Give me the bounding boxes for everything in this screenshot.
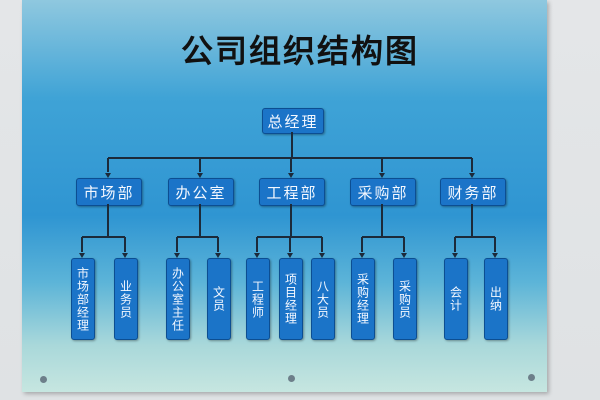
- role-box: 工程师: [246, 258, 270, 340]
- connector-line: [217, 237, 219, 252]
- connector-line: [81, 237, 83, 252]
- role-box: 文员: [207, 258, 231, 340]
- department-box: 办公室: [168, 178, 234, 206]
- department-box: 财务部: [440, 178, 506, 206]
- arrow-icon: [254, 253, 260, 258]
- arrow-icon: [379, 173, 385, 178]
- connector-line: [199, 204, 201, 237]
- arrow-icon: [359, 253, 365, 258]
- screw-icon: [40, 376, 47, 383]
- connector-line: [361, 237, 363, 252]
- role-box: 出纳: [484, 258, 508, 340]
- department-box: 市场部: [76, 178, 142, 206]
- connector-line: [321, 237, 323, 252]
- connector-line: [381, 158, 383, 172]
- role-box: 市场部经理: [71, 258, 95, 340]
- connector-line: [494, 237, 496, 252]
- arrow-icon: [79, 253, 85, 258]
- connector-line: [471, 158, 473, 172]
- connector-line: [199, 158, 201, 172]
- arrow-icon: [105, 173, 111, 178]
- role-box: 采购员: [393, 258, 417, 340]
- connector-line: [82, 236, 125, 238]
- role-box: 会计: [444, 258, 468, 340]
- arrow-icon: [452, 253, 458, 258]
- connector-line: [107, 158, 109, 172]
- screw-icon: [288, 375, 295, 382]
- arrow-icon: [469, 173, 475, 178]
- arrow-icon: [174, 253, 180, 258]
- connector-line: [257, 236, 322, 238]
- arrow-icon: [287, 253, 293, 258]
- arrow-icon: [288, 173, 294, 178]
- connector-line: [124, 237, 126, 252]
- arrow-icon: [492, 253, 498, 258]
- connector-line: [176, 237, 178, 252]
- screw-icon: [528, 374, 535, 381]
- connector-line: [362, 236, 404, 238]
- connector-line: [290, 204, 292, 237]
- role-box: 采购经理: [351, 258, 375, 340]
- department-box: 采购部: [350, 178, 416, 206]
- role-box: 办公室主任: [166, 258, 190, 340]
- connector-line: [471, 204, 473, 237]
- arrow-icon: [215, 253, 221, 258]
- arrow-icon: [401, 253, 407, 258]
- arrow-icon: [319, 253, 325, 258]
- connector-line: [455, 236, 495, 238]
- connector-line: [256, 237, 258, 252]
- connector-line: [108, 157, 472, 159]
- role-box: 八大员: [311, 258, 335, 340]
- arrow-icon: [122, 253, 128, 258]
- connector-line: [403, 237, 405, 252]
- arrow-icon: [197, 173, 203, 178]
- department-box: 工程部: [259, 178, 325, 206]
- connector-line: [289, 237, 291, 252]
- connector-line: [291, 132, 293, 158]
- connector-line: [177, 236, 218, 238]
- role-box: 项目经理: [279, 258, 303, 340]
- connector-line: [107, 204, 109, 237]
- connector-line: [454, 237, 456, 252]
- root-box: 总经理: [262, 108, 324, 134]
- role-box: 业务员: [114, 258, 138, 340]
- chart-title: 公司组织结构图: [180, 32, 419, 70]
- connector-line: [290, 158, 292, 172]
- connector-line: [381, 204, 383, 237]
